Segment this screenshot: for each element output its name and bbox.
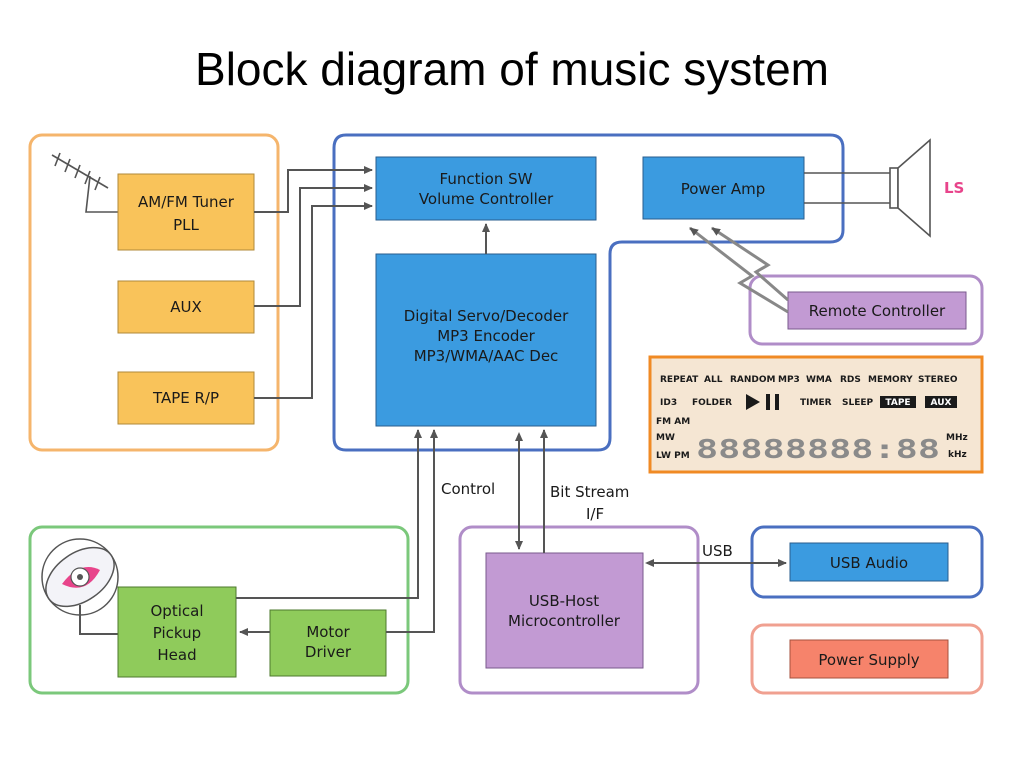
if-label: I/F [586, 505, 604, 523]
control-label: Control [441, 480, 495, 498]
usb-host-line1: USB-Host [529, 592, 599, 610]
decoder-block: Digital Servo/Decoder MP3 Encoder MP3/WM… [375, 253, 597, 427]
optical-pickup-block: Optical Pickup Head [117, 586, 237, 678]
remote-label: Remote Controller [809, 302, 946, 320]
speaker-label: LS [944, 179, 964, 197]
usb-audio-block: USB Audio [789, 542, 949, 582]
power-supply-block: Power Supply [789, 639, 949, 679]
disc-to-optical-line [79, 605, 118, 635]
optical-line3: Head [157, 646, 196, 664]
lcd-indicator: RANDOM [730, 375, 776, 385]
lcd-indicator: REPEAT [660, 375, 699, 385]
lcd-id3: ID3 [660, 398, 677, 408]
motor-line1: Motor [306, 623, 350, 641]
lcd-segment-digits: 88888888:88 [696, 435, 940, 465]
lcd-tape-text: TAPE [885, 398, 910, 408]
lcd-band-lwpm: LW PM [656, 451, 690, 461]
lcd-unit-mhz: MHz [946, 433, 968, 443]
tuner-line1: AM/FM Tuner [138, 193, 235, 211]
power-amp-label: Power Amp [681, 180, 766, 198]
tuner-block: AM/FM Tuner PLL [117, 173, 255, 251]
aux-block: AUX [117, 280, 255, 334]
bitstream-connectors [515, 429, 548, 553]
usb-label: USB [702, 542, 733, 560]
remote-block: Remote Controller [787, 291, 967, 330]
lcd-timer: TIMER [800, 398, 832, 408]
decoder-line2: MP3 Encoder [437, 327, 535, 345]
speaker-icon [804, 138, 931, 238]
lcd-indicator: MP3 [778, 375, 800, 385]
power-amp-block: Power Amp [642, 156, 805, 220]
function-sw-line2: Volume Controller [419, 190, 554, 208]
decoder-line3: MP3/WMA/AAC Dec [414, 347, 559, 365]
lcd-aux-badge [925, 396, 957, 408]
tape-label: TAPE R/P [152, 389, 219, 407]
function-sw-block: Function SW Volume Controller [375, 156, 597, 221]
pause-icon [766, 394, 779, 410]
lcd-sleep: SLEEP [842, 398, 874, 408]
lcd-tape-badge [880, 396, 916, 408]
decoder-line1: Digital Servo/Decoder [404, 307, 569, 325]
usb-host-block: USB-Host Microcontroller [485, 552, 644, 669]
input-connectors [254, 166, 373, 399]
lcd-indicator: RDS [840, 375, 861, 385]
processing-group-container [332, 133, 845, 452]
lcd-band-fmam: FM AM [656, 417, 690, 427]
lcd-unit-khz: kHz [948, 450, 967, 460]
usb-audio-label: USB Audio [830, 554, 908, 572]
antenna-icon [51, 152, 118, 213]
tape-block: TAPE R/P [117, 371, 255, 425]
lcd-indicator: STEREO [918, 375, 958, 385]
wireless-link-arrows [689, 226, 789, 314]
cd-disc-icon [41, 538, 119, 616]
usb-host-group-container [458, 525, 700, 695]
motor-driver-block: Motor Driver [269, 609, 387, 677]
power-supply-group-container [750, 623, 984, 695]
lcd-folder: FOLDER [692, 398, 732, 408]
lcd-indicator: MEMORY [868, 375, 913, 385]
remote-group-container [748, 274, 984, 346]
motor-line2: Driver [305, 643, 352, 661]
aux-label: AUX [170, 298, 202, 316]
lcd-indicator: ALL [704, 375, 723, 385]
play-icon [746, 394, 760, 410]
usb-host-line2: Microcontroller [508, 612, 621, 630]
input-group-container [28, 133, 280, 452]
page-title: Block diagram of music system [195, 43, 829, 95]
optical-line1: Optical [151, 602, 204, 620]
bitstream-label: Bit Stream [550, 483, 629, 501]
power-supply-label: Power Supply [818, 651, 919, 669]
tuner-line2: PLL [173, 216, 199, 234]
lcd-aux-text: AUX [931, 398, 952, 408]
function-sw-line1: Function SW [440, 170, 533, 188]
optical-line2: Pickup [153, 624, 201, 642]
lcd-band-mw: MW [656, 433, 675, 443]
cd-connectors [236, 429, 438, 636]
lcd-indicator: WMA [806, 375, 832, 385]
cd-group-container [28, 525, 410, 695]
